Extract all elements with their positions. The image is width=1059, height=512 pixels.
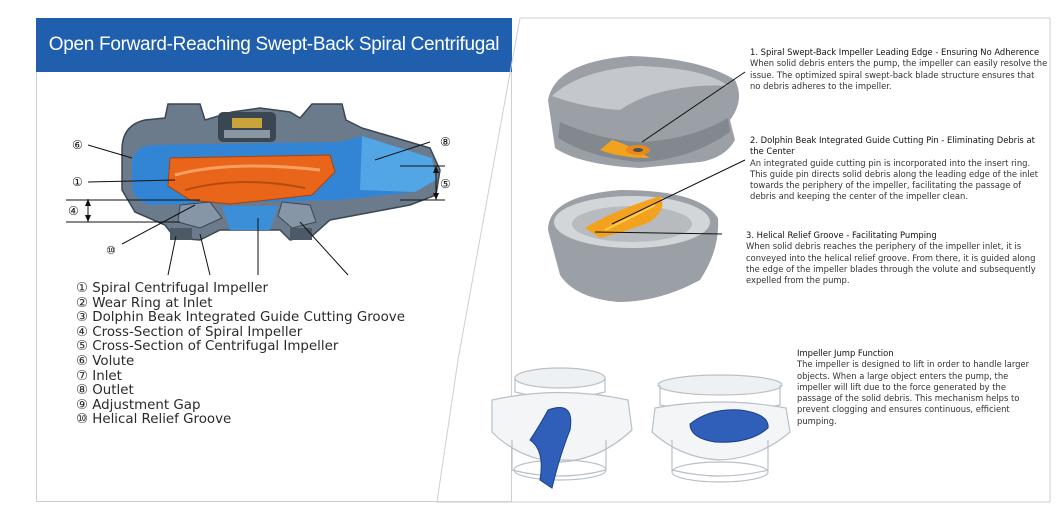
callout-relief-groove: ⑩ — [106, 244, 116, 257]
feature-leading-edge: 1. Spiral Swept-Back Impeller Leading Ed… — [750, 47, 1048, 91]
feature-heading: Impeller Jump Function — [797, 348, 894, 358]
legend-item: ⑦ Inlet — [76, 368, 122, 384]
callout-volute: ⑥ — [72, 138, 83, 152]
legend-item: ⑩ Helical Relief Groove — [76, 412, 232, 428]
legend-item: ⑧ Outlet — [76, 383, 134, 399]
legend-item: ② Wear Ring at Inlet — [76, 295, 213, 311]
legend-item: ④ Cross-Section of Spiral Impeller — [76, 324, 303, 340]
pump-cross-section-diagram: ⑥ ① ④ ⑩ ⑧ ⑤ — [66, 103, 451, 276]
callout-centrifugal-section: ⑤ — [440, 177, 451, 191]
legend-item: ③ Dolphin Beak Integrated Guide Cutting … — [76, 310, 405, 326]
legend-item: ① Spiral Centrifugal Impeller — [76, 281, 269, 296]
feature-guide-pin: 2. Dolphin Beak Integrated Guide Cutting… — [750, 135, 1039, 202]
callout-spiral-section: ④ — [68, 204, 79, 218]
debris-blue-2 — [689, 409, 769, 443]
feature-heading: 1. Spiral Swept-Back Impeller Leading Ed… — [750, 47, 1040, 57]
debris-blue-1 — [529, 407, 572, 489]
legend-list: ① Spiral Centrifugal Impeller ② Wear Rin… — [76, 281, 405, 428]
feature-jump-function: Impeller Jump Function The impeller is d… — [797, 348, 1030, 426]
legend-item: ⑤ Cross-Section of Centrifugal Impeller — [76, 339, 339, 355]
left-panel — [36, 18, 512, 502]
page-title: Open Forward-Reaching Swept-Back Spiral … — [36, 18, 512, 109]
feature-heading: 3. Helical Relief Groove - Facilitating … — [746, 230, 937, 240]
legend-item: ⑥ Volute — [76, 353, 135, 369]
guide-pin-impeller-image — [548, 190, 719, 302]
swept-back-impeller-image — [548, 56, 739, 168]
callout-impeller: ① — [72, 175, 83, 189]
legend-item: ⑨ Adjustment Gap — [76, 397, 201, 413]
feature-heading: 2. Dolphin Beak Integrated Guide Cutting… — [750, 135, 1035, 145]
callout-outlet: ⑧ — [440, 135, 451, 149]
feature-relief-groove: 3. Helical Relief Groove - Facilitating … — [746, 230, 1036, 286]
